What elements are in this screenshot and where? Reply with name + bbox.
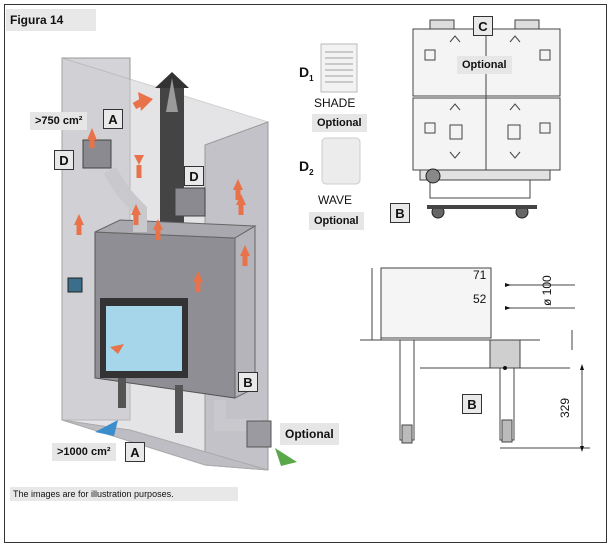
optional-vent-label: Optional xyxy=(280,423,339,445)
label-a-top: A xyxy=(103,109,123,129)
figure-frame xyxy=(4,4,607,543)
outside-air-arrow xyxy=(275,448,297,466)
warm-air-arrows xyxy=(74,92,250,354)
wave-grille-icon xyxy=(321,137,361,185)
air-inlet-bottom-label: >1000 cm² xyxy=(52,443,116,461)
d2-optional: Optional xyxy=(309,212,364,230)
vent-d-left xyxy=(82,139,112,169)
vent-d-right xyxy=(174,187,206,217)
d1-letter: D1 xyxy=(299,64,314,83)
shade-grille-icon xyxy=(320,43,358,93)
label-c: C xyxy=(473,16,493,36)
bottom-vent-grille xyxy=(246,420,272,448)
label-d-left: D xyxy=(54,150,74,170)
d2-letter: D2 xyxy=(299,158,314,177)
d1-name: SHADE xyxy=(314,96,356,110)
d1-optional: Optional xyxy=(312,114,367,132)
cold-air-arrow xyxy=(95,420,118,436)
glass-door xyxy=(106,306,182,371)
dim-71: 71 xyxy=(473,268,487,282)
top-view-optional: Optional xyxy=(457,56,512,74)
illustration-caption: The images are for illustration purposes… xyxy=(10,487,238,501)
dim-52: 52 xyxy=(473,292,487,306)
flue-arrow xyxy=(166,78,178,112)
dim-329: 329 xyxy=(558,397,572,418)
dim-diameter-100: ø 100 xyxy=(540,275,554,306)
label-b-top-view: B xyxy=(390,203,410,223)
label-a-bottom: A xyxy=(125,442,145,462)
figure-title: Figura 14 xyxy=(6,9,96,31)
label-b-left: B xyxy=(238,372,258,392)
label-b-dimension: B xyxy=(462,394,482,414)
pipe-connector-b xyxy=(425,168,441,184)
d2-name: WAVE xyxy=(318,193,353,207)
label-d-right: D xyxy=(184,166,204,186)
air-inlet-top-label: >750 cm² xyxy=(30,112,88,130)
